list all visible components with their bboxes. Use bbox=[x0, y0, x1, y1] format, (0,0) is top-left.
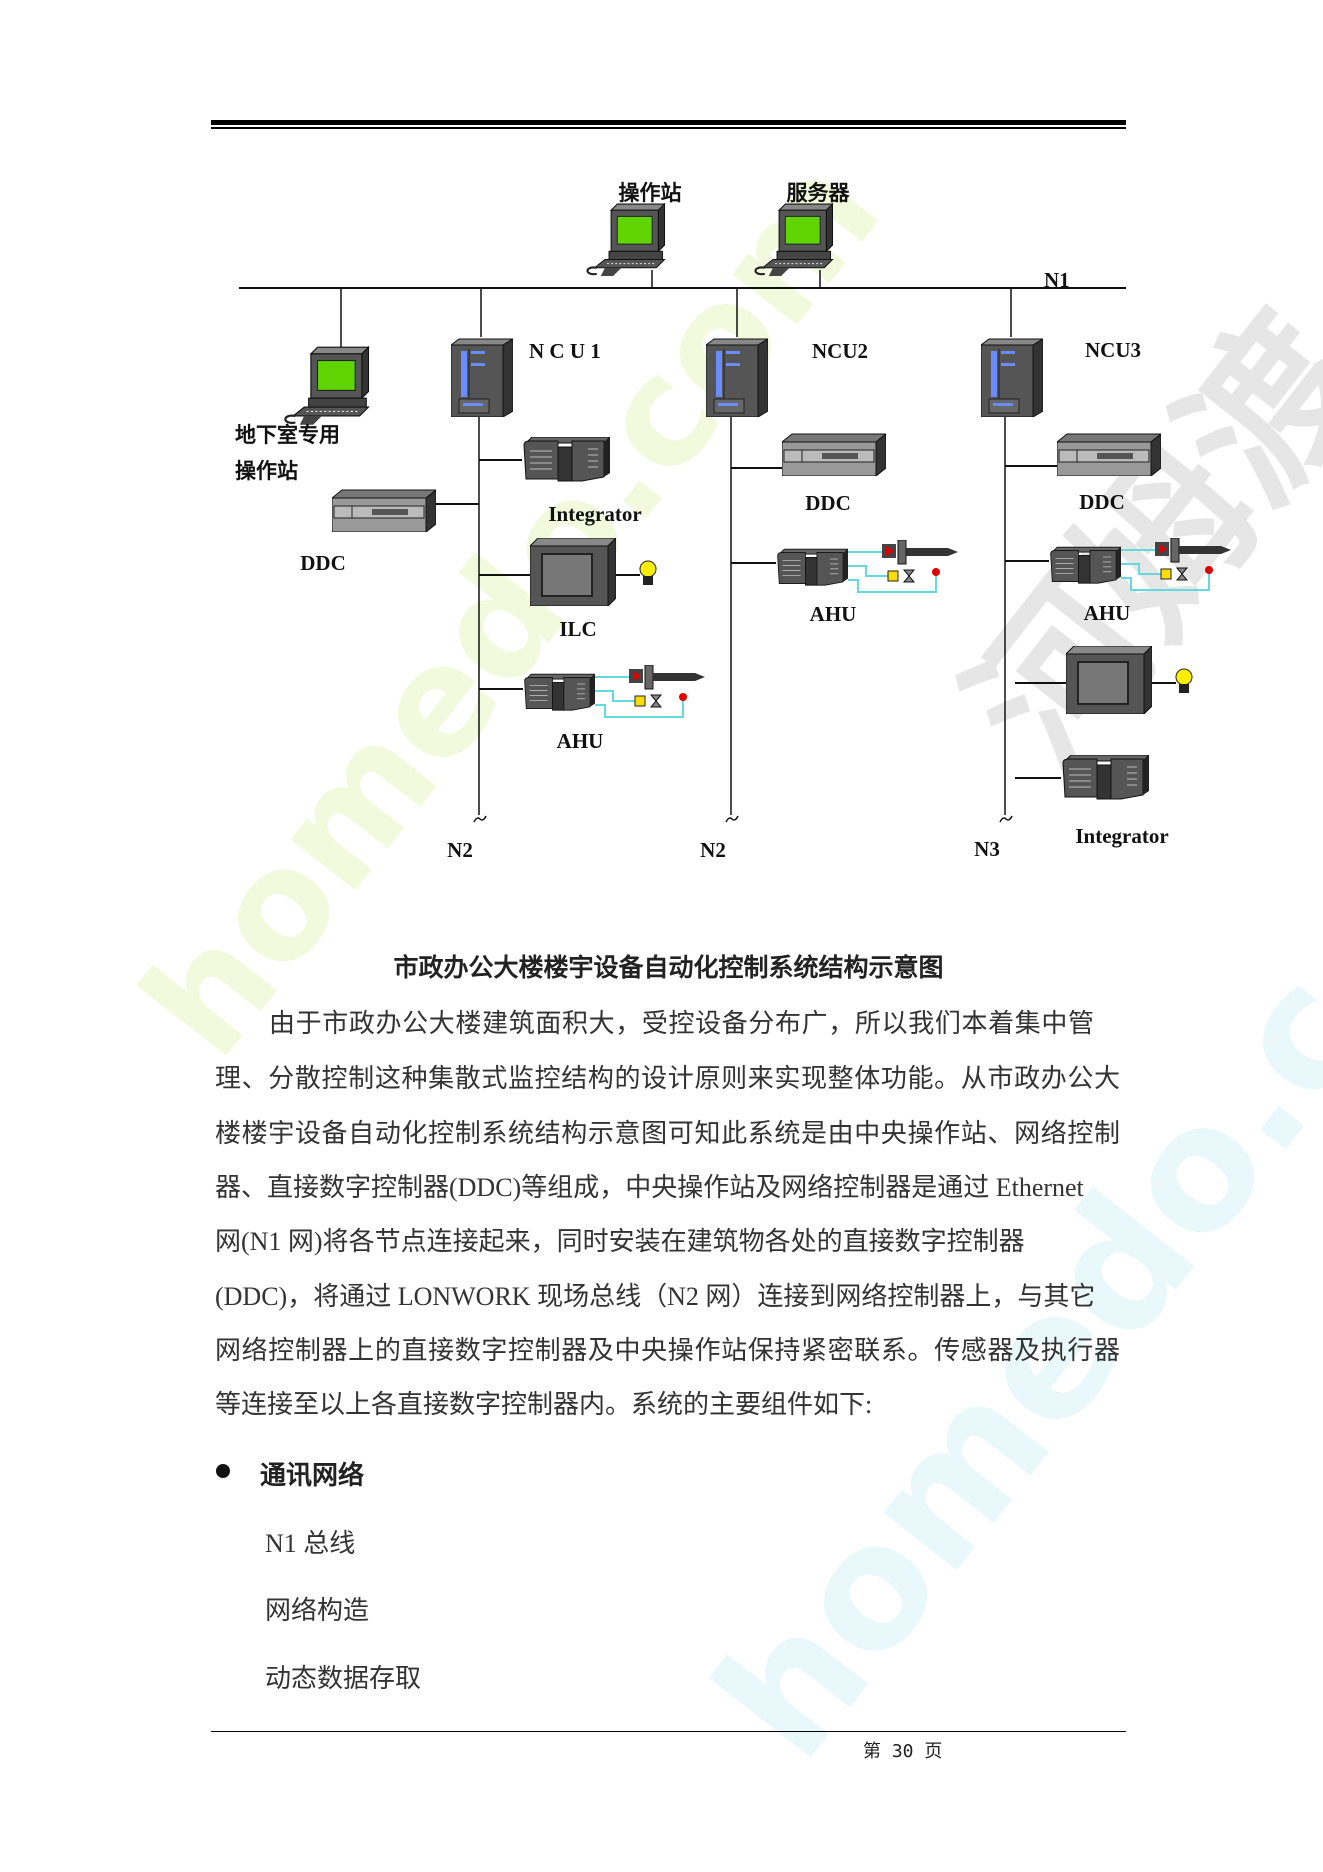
ncu3-bus-label: N3 bbox=[974, 837, 1000, 861]
ncu2-label: NCU2 bbox=[812, 339, 868, 363]
lamp-icon bbox=[639, 560, 657, 586]
ahu-icon bbox=[778, 540, 958, 592]
ahu-icon bbox=[525, 665, 705, 717]
ncu1-integrator-label: Integrator bbox=[548, 502, 641, 526]
paragraph-line: 网(N1 网)将各节点连接起来，同时安装在建筑物各处的直接数字控制器 bbox=[215, 1227, 1025, 1256]
operator-station-label: 操作站 bbox=[619, 181, 682, 205]
footer-rule bbox=[211, 1731, 1126, 1732]
ncu2-ahu-label: AHU bbox=[810, 602, 857, 626]
figure-caption: 市政办公大楼楼宇设备自动化控制系统结构示意图 bbox=[393, 955, 944, 982]
ncu3-ddc-label: DDC bbox=[1079, 490, 1125, 514]
ddc-icon bbox=[782, 433, 886, 476]
n1-label: N1 bbox=[1044, 268, 1070, 292]
operator-station: 操作站 bbox=[586, 181, 682, 288]
section-item: N1 总线 bbox=[265, 1529, 356, 1558]
section-item: 网络构造 bbox=[265, 1596, 370, 1625]
computer-icon bbox=[754, 202, 834, 278]
header-rule bbox=[211, 120, 1126, 125]
page-number: 第 30 页 bbox=[863, 1741, 943, 1762]
lamp-icon bbox=[1175, 668, 1193, 694]
ncu3-integrator-label: Integrator bbox=[1075, 824, 1168, 848]
ncu2-branch: NCU2 DDC AHU N2 bbox=[700, 288, 958, 862]
basement-station-label-1: 地下室专用 bbox=[235, 423, 340, 447]
ncu3-branch: NCU3 DDC AHU Integrator N3 bbox=[974, 288, 1231, 861]
integrator-icon bbox=[523, 437, 610, 482]
ncu1-label: N C U 1 bbox=[529, 339, 601, 363]
ncu3-label: NCU3 bbox=[1085, 338, 1141, 362]
paragraph-line: 楼楼宇设备自动化控制系统结构示意图可知此系统是由中央操作站、网络控制 bbox=[215, 1119, 1120, 1148]
basement-station: 地下室专用 操作站 bbox=[235, 288, 370, 483]
header-rule-thin bbox=[211, 127, 1126, 129]
basement-station-label-2: 操作站 bbox=[235, 459, 298, 483]
ddc-icon bbox=[1057, 433, 1161, 476]
computer-icon bbox=[586, 202, 666, 278]
ncu1-ahu-label: AHU bbox=[557, 729, 604, 753]
integrator-icon bbox=[1062, 755, 1149, 800]
ncu1-ilc-label: ILC bbox=[559, 617, 596, 641]
paragraph-line: 网络控制器上的直接数字控制器及中央操作站保持紧密联系。传感器及执行器 bbox=[215, 1336, 1120, 1365]
ncu-tower-icon bbox=[706, 338, 768, 417]
ncu3-ahu-label: AHU bbox=[1084, 601, 1131, 625]
ilc-icon bbox=[530, 538, 616, 606]
paragraph-line: 等连接至以上各直接数字控制器内。系统的主要组件如下: bbox=[215, 1390, 873, 1419]
ncu2-ddc-label: DDC bbox=[805, 491, 851, 515]
ahu-icon bbox=[1051, 538, 1231, 590]
computer-icon bbox=[284, 345, 370, 427]
ilc-icon bbox=[1066, 646, 1152, 714]
ncu1-ddc-label: DDC bbox=[300, 551, 346, 575]
server-station: 服务器 bbox=[754, 181, 851, 288]
ncu1-bus-label: N2 bbox=[447, 838, 473, 862]
section-heading: 通讯网络 bbox=[260, 1461, 365, 1490]
ncu2-bus-label: N2 bbox=[700, 838, 726, 862]
paragraph-line: 器、直接数字控制器(DDC)等组成，中央操作站及网络控制器是通过 Etherne… bbox=[215, 1173, 1084, 1202]
ncu-tower-icon bbox=[451, 338, 513, 417]
ddc-icon bbox=[332, 489, 436, 532]
paragraph-line: 由于市政办公大楼建筑面积大，受控设备分布广，所以我们本着集中管 bbox=[269, 1009, 1094, 1038]
section-item: 动态数据存取 bbox=[265, 1664, 422, 1693]
ncu-tower-icon bbox=[981, 338, 1043, 417]
paragraph-line: (DDC)，将通过 LONWORK 现场总线（N2 网）连接到网络控制器上，与其… bbox=[215, 1282, 1096, 1311]
ncu1-branch: N C U 1 Integrator DDC ILC AHU N2 bbox=[300, 288, 705, 862]
server-label: 服务器 bbox=[787, 181, 851, 205]
bullet-icon bbox=[216, 1464, 230, 1478]
paragraph-line: 理、分散控制这种集散式监控结构的设计原则来实现整体功能。从市政办公大 bbox=[215, 1064, 1120, 1093]
